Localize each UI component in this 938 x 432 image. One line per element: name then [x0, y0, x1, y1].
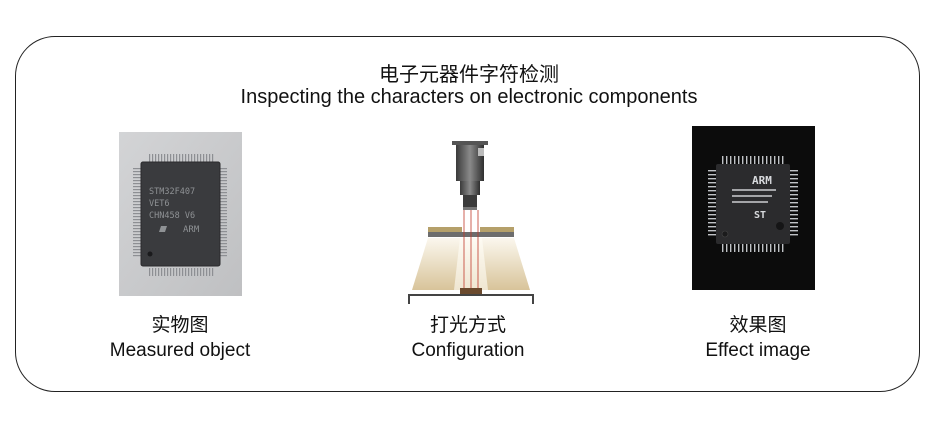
effect-arm-logo: ARM [752, 174, 772, 187]
measured-object-image: STM32F407 VET6 CHN458 V6 ARM [119, 132, 242, 296]
effect-image: ARM ST [692, 126, 815, 290]
configuration-caption: 打光方式 Configuration [348, 312, 588, 364]
effect-image-label-en: Effect image [705, 340, 811, 361]
chip-arm-logo: ARM [183, 225, 200, 235]
measured-object-label-en: Measured object [109, 340, 251, 361]
effect-st-logo: ST [754, 210, 766, 221]
measured-object-label-cn: 实物图 [151, 314, 209, 336]
title-english: Inspecting the characters on electronic … [240, 86, 698, 108]
sample-block [460, 288, 482, 294]
diagram-frame [15, 36, 920, 392]
measured-object-caption: 实物图 Measured object [60, 312, 300, 364]
chip-text-line-1: STM32F407 [149, 187, 195, 197]
lens-icon [460, 181, 480, 195]
configuration-illustration [408, 141, 534, 304]
chip-text-line-2: VET6 [149, 199, 169, 209]
effect-image-caption: 效果图 Effect image [638, 312, 878, 364]
chip-text-line-3: CHN458 V6 [149, 211, 195, 221]
st-logo-icon [159, 226, 167, 232]
configuration-label-en: Configuration [411, 340, 525, 361]
title-chinese: 电子元器件字符检测 [379, 62, 559, 86]
effect-image-label-cn: 效果图 [729, 314, 787, 336]
configuration-label-cn: 打光方式 [429, 314, 506, 336]
